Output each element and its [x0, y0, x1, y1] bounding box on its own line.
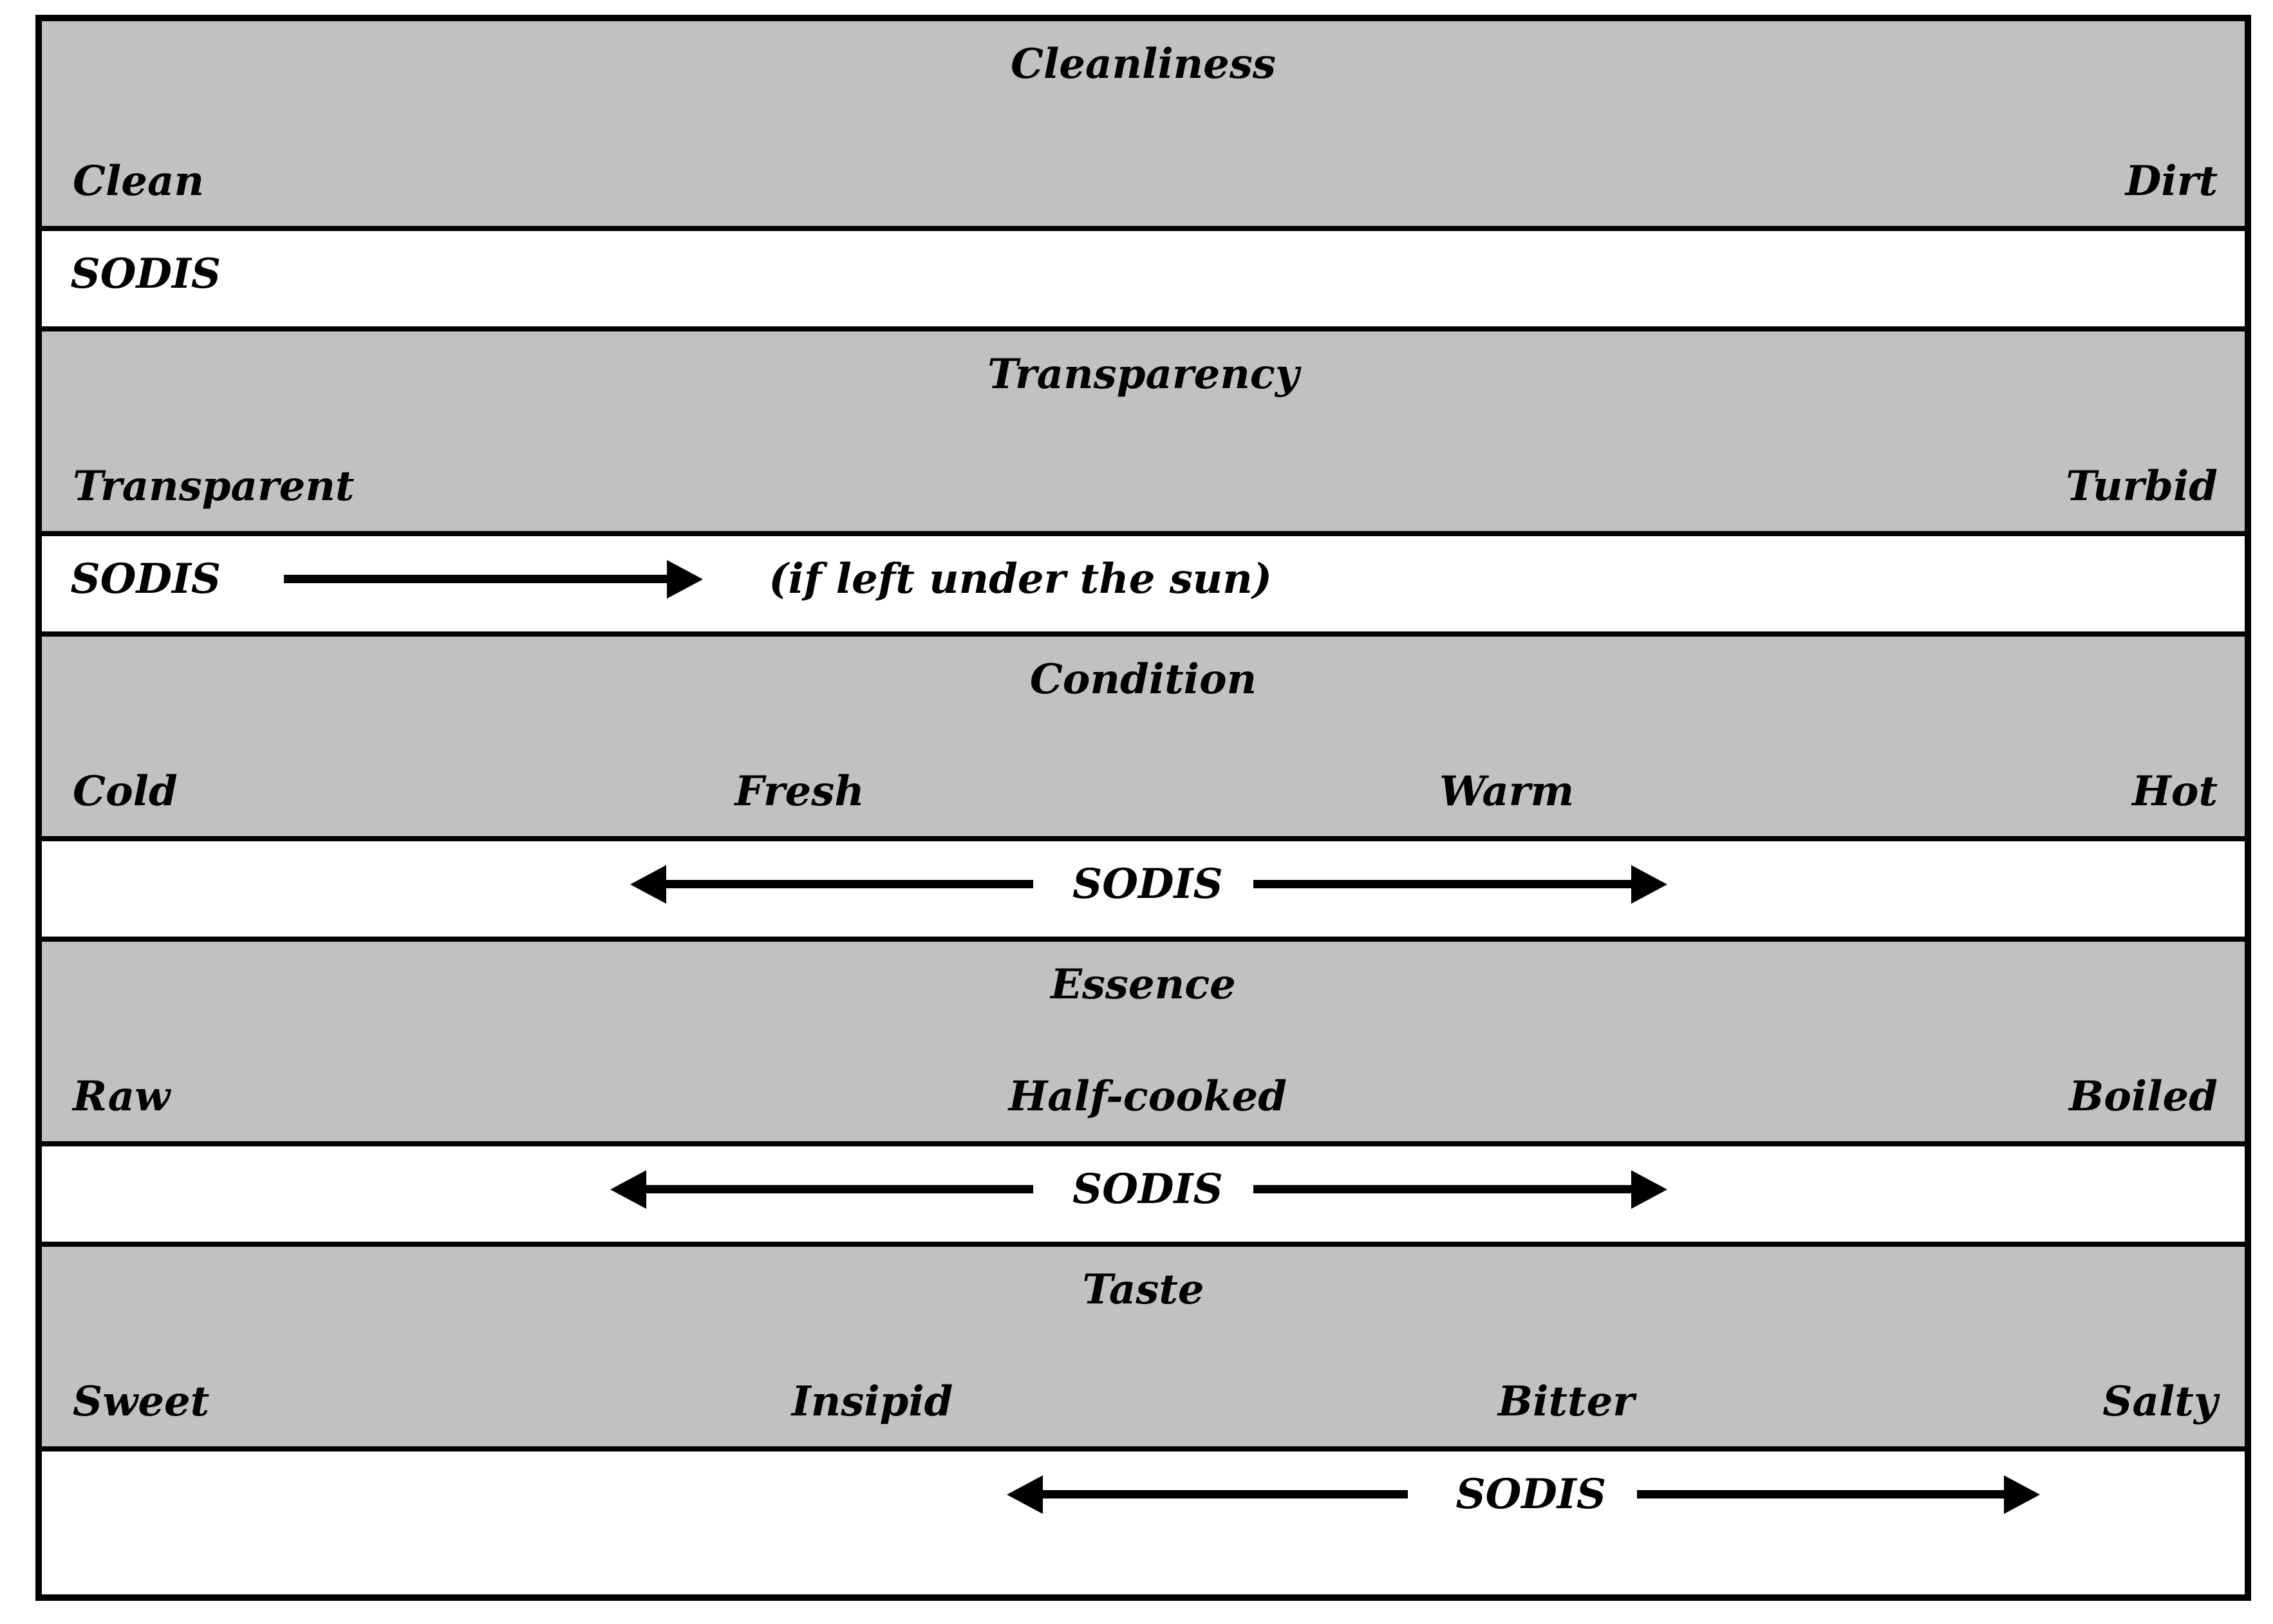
arrow-shaft: [1253, 1185, 1632, 1194]
sodis-row-condition: SODIS: [42, 836, 2245, 937]
arrow-left-icon: [1006, 1475, 1408, 1514]
arrow-left-icon: [610, 1170, 1033, 1209]
arrow-head-left: [630, 864, 666, 904]
arrow-shaft: [1253, 880, 1632, 889]
section-title-essence: Essence: [1051, 960, 1236, 1009]
section-cleanliness: Cleanliness Clean Dirt: [42, 21, 2245, 226]
sodis-label: SODIS: [1072, 859, 1223, 908]
arrow-right-icon: [1253, 864, 1668, 904]
scale-label-insipid: Insipid: [791, 1377, 953, 1426]
sodis-label: SODIS: [70, 554, 221, 603]
sodis-label: SODIS: [1072, 1164, 1223, 1213]
sodis-row-essence: SODIS: [42, 1141, 2245, 1242]
scale-label-fresh: Fresh: [734, 767, 865, 816]
sodis-label: SODIS: [70, 249, 221, 298]
arrow-head-right: [1631, 864, 1668, 904]
arrow-shaft: [646, 1185, 1033, 1194]
scale-label-clean: Clean: [73, 156, 204, 205]
arrow-right-icon: [284, 559, 703, 599]
arrow-shaft: [1042, 1490, 1408, 1499]
arrow-head-left: [610, 1170, 646, 1209]
scale-label-warm: Warm: [1439, 767, 1575, 816]
arrow-head-left: [1006, 1475, 1043, 1514]
sodis-row-taste: SODIS: [42, 1446, 2245, 1547]
sodis-perception-figure: Cleanliness Clean Dirt SODIS Transparenc…: [35, 15, 2251, 1601]
arrow-head-right: [666, 559, 703, 599]
sodis-row-transparency: SODIS (if left under the sun): [42, 531, 2245, 631]
scale-label-salty: Salty: [2102, 1377, 2218, 1426]
scale-label-dirt: Dirt: [2125, 156, 2218, 205]
sodis-label: SODIS: [1455, 1470, 1607, 1518]
section-title-taste: Taste: [1082, 1265, 1204, 1314]
section-essence: Essence Raw Half-cooked Boiled: [42, 937, 2245, 1141]
arrow-right-icon: [1253, 1170, 1668, 1209]
scale-label-turbid: Turbid: [2066, 462, 2218, 510]
section-title-condition: Condition: [1029, 655, 1257, 704]
section-taste: Taste Sweet Insipid Bitter Salty: [42, 1242, 2245, 1446]
scale-label-half-cooked: Half-cooked: [1008, 1072, 1287, 1121]
arrow-head-right: [1631, 1170, 1668, 1209]
scale-label-hot: Hot: [2132, 767, 2218, 816]
arrow-left-icon: [630, 864, 1033, 904]
scale-label-sweet: Sweet: [73, 1377, 210, 1426]
section-condition: Condition Cold Fresh Warm Hot: [42, 631, 2245, 836]
sodis-row-cleanliness: SODIS: [42, 226, 2245, 326]
scale-label-cold: Cold: [73, 767, 178, 816]
sodis-note: (if left under the sun): [769, 554, 1273, 603]
arrow-right-icon: [1636, 1475, 2040, 1514]
arrow-head-right: [2003, 1475, 2040, 1514]
arrow-shaft: [666, 880, 1033, 889]
section-title-cleanliness: Cleanliness: [1011, 40, 1276, 88]
scale-label-boiled: Boiled: [2069, 1072, 2218, 1121]
section-title-transparency: Transparency: [987, 350, 1300, 398]
section-transparency: Transparency Transparent Turbid: [42, 326, 2245, 531]
scale-label-bitter: Bitter: [1498, 1377, 1634, 1426]
arrow-shaft: [284, 575, 667, 584]
scale-label-raw: Raw: [73, 1072, 171, 1121]
scale-label-transparent: Transparent: [73, 462, 355, 510]
arrow-shaft: [1636, 1490, 2004, 1499]
